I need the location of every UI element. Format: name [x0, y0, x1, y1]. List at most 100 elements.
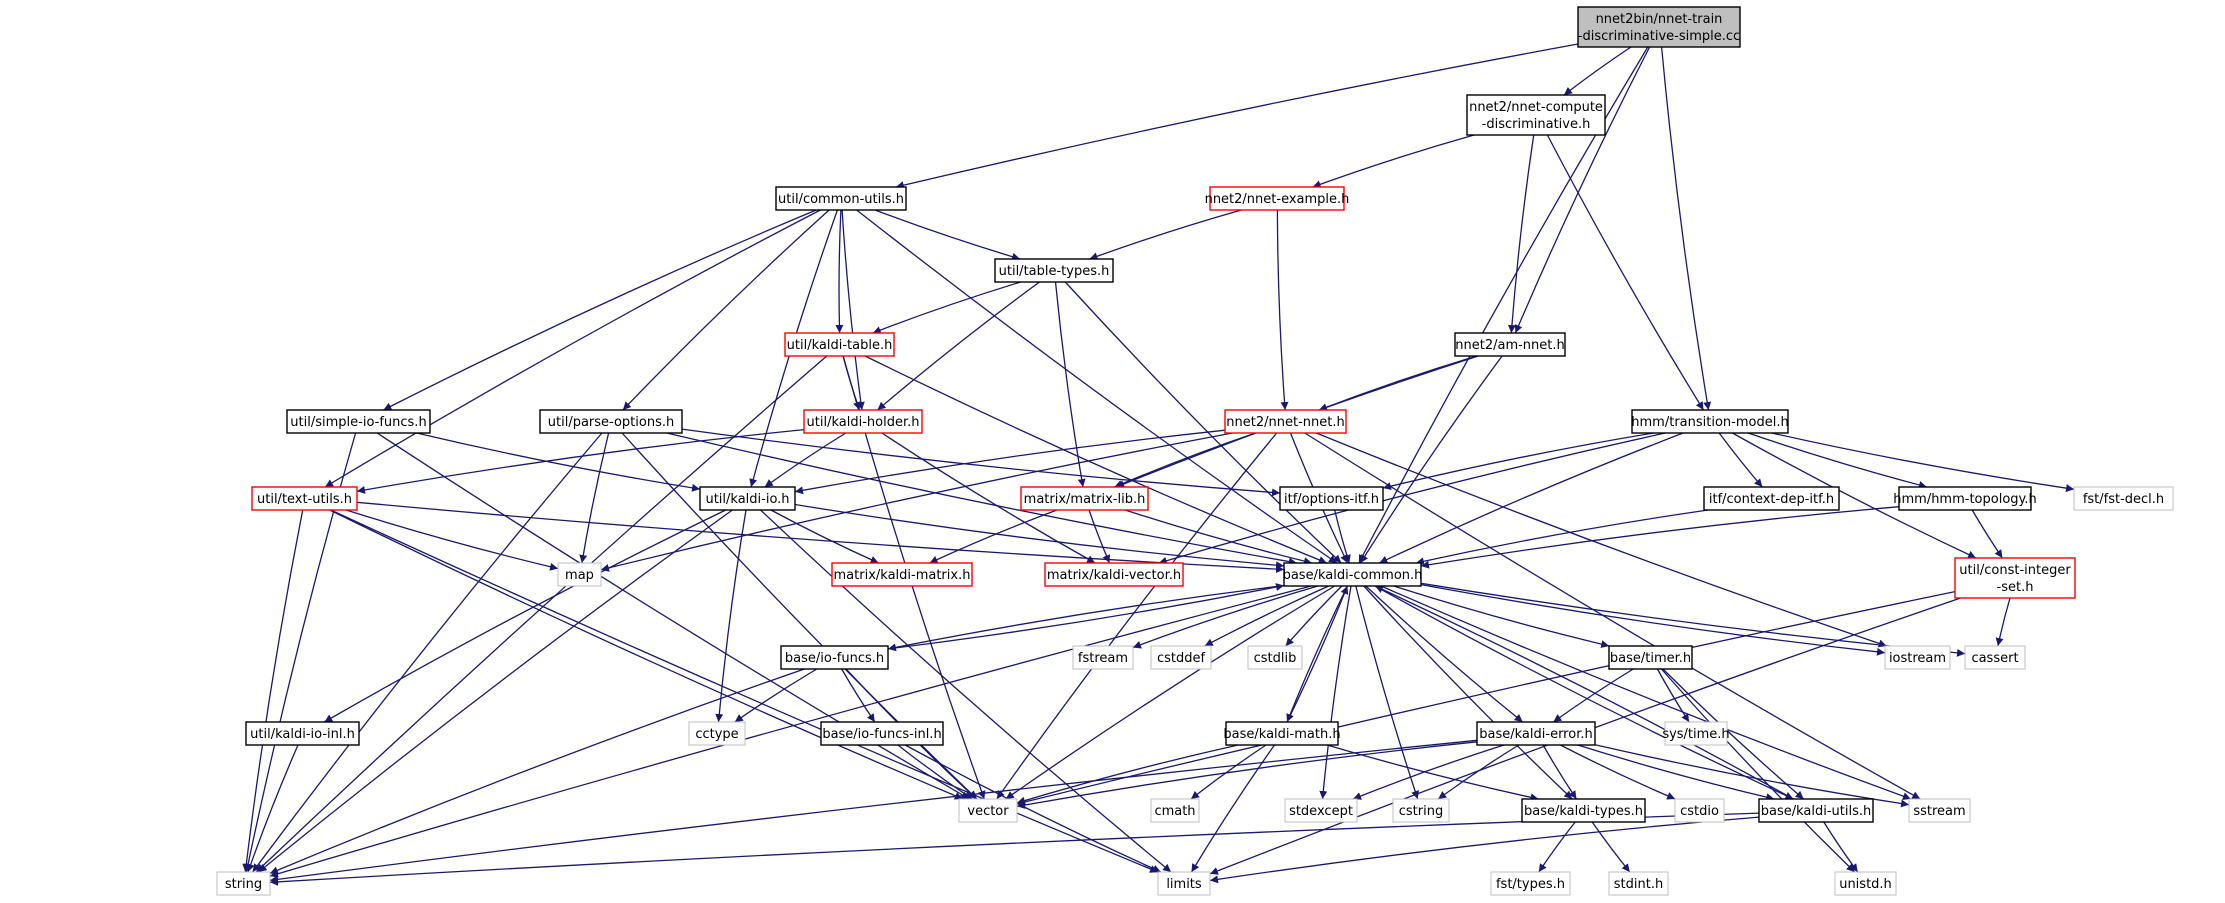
edge-common_utils-to-kaldi_holder: [841, 209, 865, 411]
node-label: stdint.h: [1614, 877, 1663, 892]
node-box: [539, 409, 683, 434]
edge-io_funcs-to-cctype: [734, 668, 818, 723]
edge-compute_disc-to-am_nnet: [1507, 134, 1535, 334]
node-kaldi-io-inl[interactable]: util/kaldi-io-inl.h: [245, 721, 360, 746]
node-io-funcs-inl[interactable]: base/io-funcs-inl.h: [820, 721, 944, 746]
edge-io_funcs_inl-to-vector: [897, 744, 973, 800]
node-label: base/io-funcs.h: [785, 651, 884, 666]
node-text-utils[interactable]: util/text-utils.h: [251, 486, 358, 511]
node-common-utils[interactable]: util/common-utils.h: [775, 186, 907, 211]
node-fstream: fstream: [1072, 645, 1134, 670]
node-label: util/parse-options.h: [548, 415, 674, 430]
edge-transition_model-to-kaldi_common: [1379, 432, 1684, 564]
edge-kaldi_table-to-kaldi_common: [864, 355, 1328, 564]
node-am-nnet[interactable]: nnet2/am-nnet.h: [1454, 332, 1566, 357]
node-label: util/kaldi-io-inl.h: [250, 727, 355, 742]
node-label: nnet2bin/nnet-train: [1596, 12, 1723, 27]
node-label: base/kaldi-error.h: [1479, 727, 1592, 742]
node-timer[interactable]: base/timer.h: [1608, 645, 1693, 670]
node-kaldi-io[interactable]: util/kaldi-io.h: [699, 486, 796, 511]
edge-root-to-compute_disc: [1563, 46, 1632, 96]
edge-kaldi_io-to-kaldi_matrix: [770, 509, 879, 564]
edge-kaldi_common-to-kaldi_math: [1286, 585, 1348, 723]
node-options-itf[interactable]: itf/options-itf.h: [1279, 486, 1384, 511]
edge-root-to-am_nnet: [1514, 46, 1651, 334]
edge-kaldi_common-to-cstring: [1355, 585, 1419, 800]
node-stdexcept: stdexcept: [1284, 798, 1358, 823]
edge-kaldi_io_inl-to-string: [246, 744, 299, 873]
node-nnet-example[interactable]: nnet2/nnet-example.h: [1205, 186, 1350, 211]
node-string: string: [216, 871, 271, 896]
node-box: [251, 486, 358, 511]
node-box: [1954, 557, 2076, 599]
edge-kaldi_common-to-iostream: [1420, 583, 1886, 656]
edge-text_utils-to-kaldi_common: [356, 501, 1285, 574]
node-box: [1284, 798, 1358, 823]
node-label: -set.h: [1997, 580, 2034, 595]
node-compute-disc[interactable]: nnet2/nnet-compute-discriminative.h: [1466, 94, 1606, 136]
edge-io_funcs-to-string: [269, 668, 805, 874]
node-label: nnet2/am-nnet.h: [1455, 338, 1565, 353]
node-stdint: stdint.h: [1608, 871, 1669, 896]
node-kaldi-vector[interactable]: matrix/kaldi-vector.h: [1044, 562, 1184, 587]
node-table-types[interactable]: util/table-types.h: [994, 258, 1114, 283]
node-label: base/kaldi-types.h: [1524, 804, 1643, 819]
edge-common_utils-to-parse_options: [622, 209, 830, 411]
node-label: sstream: [1913, 804, 1965, 819]
node-kaldi-holder[interactable]: util/kaldi-holder.h: [803, 409, 923, 434]
node-box: [1392, 798, 1450, 823]
edge-kaldi_math-to-limits: [1190, 744, 1276, 873]
edge-compute_disc-to-transition_model: [1546, 134, 1705, 411]
edge-simple_io-to-kaldi_io: [416, 432, 701, 492]
node-label: cassert: [1971, 651, 2018, 666]
node-label: nnet2/nnet-nnet.h: [1226, 415, 1344, 430]
node-kaldi-types[interactable]: base/kaldi-types.h: [1521, 798, 1646, 823]
node-const-integer-set[interactable]: util/const-integer-set.h: [1954, 557, 2076, 599]
node-label: cmath: [1154, 804, 1195, 819]
edge-io_funcs-to-io_funcs_inl: [841, 668, 876, 723]
node-box: [803, 409, 923, 434]
node-box: [1608, 871, 1669, 896]
node-kaldi-utils[interactable]: base/kaldi-utils.h: [1758, 798, 1874, 823]
edge-parse_options-to-vector: [621, 432, 978, 800]
node-box: [1608, 645, 1693, 670]
node-root[interactable]: nnet2bin/nnet-train-discriminative-simpl…: [1577, 6, 1741, 48]
node-box: [1279, 486, 1384, 511]
edge-parse_options-to-map: [579, 432, 610, 564]
node-kaldi-math[interactable]: base/kaldi-math.h: [1223, 721, 1341, 746]
edge-nnet_nnet-to-iostream: [1316, 432, 1887, 648]
edge-simple_io-to-vector: [376, 432, 970, 800]
node-box: [1703, 486, 1840, 511]
node-parse-options[interactable]: util/parse-options.h: [539, 409, 683, 434]
node-box: [216, 871, 271, 896]
node-kaldi-table[interactable]: util/kaldi-table.h: [784, 332, 895, 357]
node-context-dep-itf[interactable]: itf/context-dep-itf.h: [1703, 486, 1840, 511]
node-kaldi-matrix[interactable]: matrix/kaldi-matrix.h: [831, 562, 973, 587]
edge-text_utils-to-string: [242, 509, 304, 873]
node-kaldi-error[interactable]: base/kaldi-error.h: [1476, 721, 1596, 746]
node-cassert: cassert: [1964, 645, 2026, 670]
node-nnet-nnet[interactable]: nnet2/nnet-nnet.h: [1224, 409, 1347, 434]
node-box: [1964, 645, 2026, 670]
node-simple-io[interactable]: util/simple-io-funcs.h: [286, 409, 431, 434]
edge-timer-to-sys_time: [1656, 668, 1690, 723]
node-box: [286, 409, 431, 434]
edge-root-to-transition_model: [1660, 46, 1712, 411]
node-kaldi-common[interactable]: base/kaldi-common.h: [1283, 562, 1423, 587]
node-io-funcs[interactable]: base/io-funcs.h: [780, 645, 889, 670]
edge-parse_options-to-options_itf: [681, 428, 1281, 497]
edge-io_funcs_inl-to-limits: [904, 744, 1162, 873]
edge-timer-to-kaldi_error: [1552, 668, 1634, 723]
node-box: [994, 258, 1114, 283]
edge-common_utils-to-kaldi_table: [835, 209, 844, 334]
node-transition-model[interactable]: hmm/transition-model.h: [1631, 409, 1789, 434]
node-label: cstddef: [1157, 651, 1206, 666]
node-label: vector: [967, 804, 1009, 819]
node-matrix-lib[interactable]: matrix/matrix-lib.h: [1020, 486, 1149, 511]
node-box: [1908, 798, 1971, 823]
node-hmm-topology[interactable]: hmm/hmm-topology.h: [1893, 486, 2037, 511]
node-fst-decl: fst/fst-decl.h: [2073, 486, 2174, 511]
edge-kaldi_table-to-string: [255, 355, 828, 873]
edge-kaldi_utils-to-limits: [1209, 816, 1760, 884]
node-label: nnet2/nnet-compute: [1469, 100, 1603, 115]
